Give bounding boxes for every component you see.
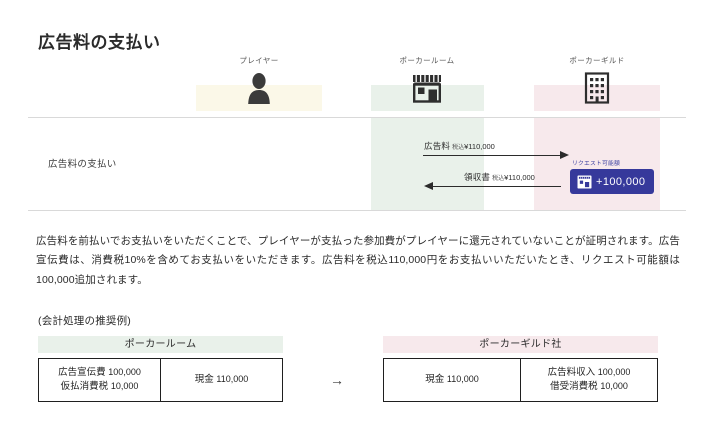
account-name: 現金 — [194, 373, 214, 385]
request-limit-amount: +100,000 — [596, 175, 646, 188]
receipt-amount: ¥110,000 — [504, 173, 535, 182]
receipt-arrow-head — [424, 182, 433, 191]
receipt-label: 領収書 — [464, 172, 491, 182]
building-icon — [534, 69, 660, 107]
column-header-room: ポーカールーム — [364, 55, 490, 107]
page-title: 広告料の支払い — [38, 33, 161, 52]
ad-fee-tax-note: 税込 — [452, 145, 465, 151]
shop-icon — [364, 69, 490, 107]
account-amount: 110,000 — [446, 373, 479, 384]
journal-line: 現金 110,000 — [425, 373, 479, 387]
row-label-ad-payment: 広告料の支払い — [48, 159, 117, 170]
column-tint-room — [371, 85, 484, 111]
column-body-tint-room — [371, 117, 484, 210]
journal-table-poker-room: 広告宣伝費 100,000 仮払消費税 10,000 現金 110,000 — [38, 358, 283, 402]
receipt-tax-note: 税込 — [492, 176, 505, 182]
account-name: 現金 — [425, 373, 445, 385]
account-name: 広告宣伝費 — [58, 366, 106, 378]
request-limit-caption: リクエスト可能額 — [572, 161, 620, 167]
journal-table-poker-guild: 現金 110,000 広告料収入 100,000 借受消費税 10,000 — [383, 358, 658, 402]
accounting-title-poker-guild: ポーカーギルド社 — [383, 336, 658, 353]
accounting-examples: ポーカールーム 広告宣伝費 100,000 仮払消費税 10,000 現金 11… — [38, 336, 678, 406]
accounting-block-poker-room: ポーカールーム 広告宣伝費 100,000 仮払消費税 10,000 現金 11… — [38, 336, 283, 402]
journal-line: 仮払消費税 10,000 — [61, 380, 139, 394]
account-amount: 100,000 — [108, 366, 141, 377]
accounting-title-poker-room: ポーカールーム — [38, 336, 283, 353]
account-amount: 10,000 — [110, 381, 139, 391]
request-limit-badge: リクエスト可能額 +100,000 — [570, 158, 654, 194]
diagram-divider-bottom — [28, 210, 686, 211]
ad-fee-label: 広告料 — [424, 141, 451, 151]
journal-debit-poker-guild: 現金 110,000 — [384, 359, 521, 401]
account-amount: 100,000 — [597, 366, 631, 377]
journal-credit-poker-guild: 広告料収入 100,000 借受消費税 10,000 — [521, 359, 657, 401]
receipt-arrow-line — [433, 186, 561, 188]
column-header-guild: ポーカーギルド — [534, 55, 660, 107]
ad-fee-caption: 広告料税込¥110,000 — [424, 140, 495, 152]
journal-line: 現金 110,000 — [195, 373, 249, 387]
column-label-room: ポーカールーム — [399, 56, 455, 65]
ad-fee-arrow-head — [560, 151, 569, 160]
journal-line: 借受消費税 10,000 — [550, 380, 628, 394]
column-label-player: プレイヤー — [239, 56, 279, 65]
column-header-player: プレイヤー — [196, 55, 322, 107]
person-icon — [196, 69, 322, 107]
accounting-block-poker-guild: ポーカーギルド社 現金 110,000 広告料収入 100,000 借受消費税 … — [383, 336, 658, 402]
column-body-tint-guild — [534, 117, 660, 210]
column-label-guild: ポーカーギルド — [569, 56, 625, 65]
accounting-flow-arrow: → — [330, 372, 344, 388]
ad-fee-arrow-line — [423, 155, 561, 157]
account-amount: 10,000 — [600, 381, 628, 391]
receipt-caption: 領収書税込¥110,000 — [464, 171, 535, 183]
flow-diagram: プレイヤー ポーカールーム ポーカーギルド — [0, 55, 714, 211]
account-name: 仮払消費税 — [60, 381, 109, 392]
account-name: 広告料収入 — [547, 366, 596, 378]
journal-debit-poker-room: 広告宣伝費 100,000 仮払消費税 10,000 — [39, 359, 161, 401]
journal-line: 広告宣伝費 100,000 — [58, 366, 141, 380]
accounting-heading: (会計処理の推奨例) — [38, 315, 131, 327]
journal-credit-poker-room: 現金 110,000 — [161, 359, 282, 401]
journal-line: 広告料収入 100,000 — [548, 366, 631, 380]
account-amount: 110,000 — [216, 373, 249, 384]
diagram-divider-top — [28, 117, 686, 118]
body-paragraph: 広告料を前払いでお支払いをいただくことで、プレイヤーが支払った参加費がプレイヤー… — [36, 235, 680, 286]
request-limit-value-box: +100,000 — [570, 169, 654, 194]
ad-fee-amount: ¥110,000 — [464, 142, 495, 151]
account-name: 借受消費税 — [550, 381, 598, 392]
shop-icon — [577, 174, 592, 189]
